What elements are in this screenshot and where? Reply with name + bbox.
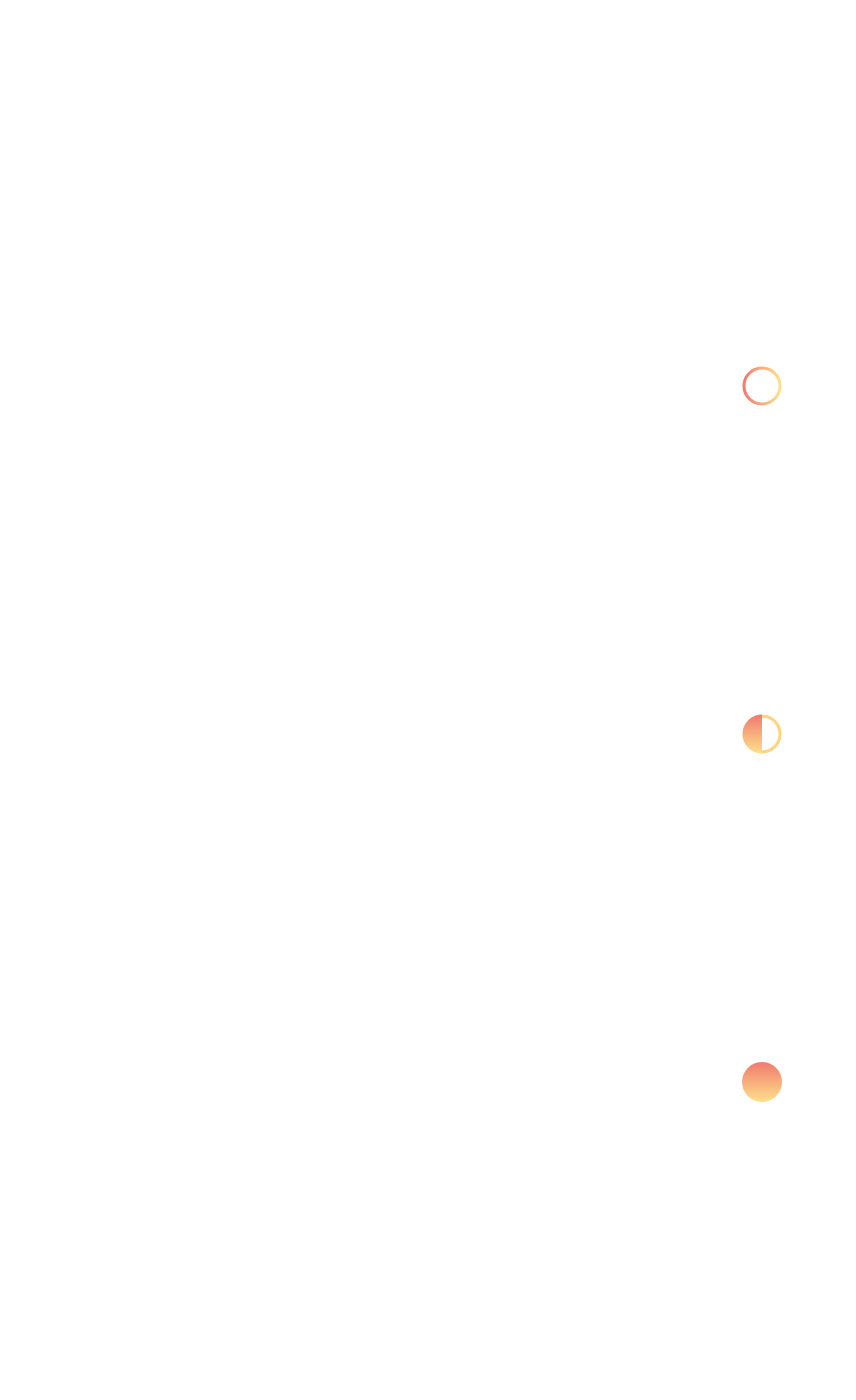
timeline-step-empty[interactable] — [741, 365, 783, 407]
filled-circle-icon — [741, 1061, 783, 1103]
empty-circle-icon — [741, 365, 783, 407]
half-filled-circle-icon — [741, 713, 783, 755]
timeline-step-half[interactable] — [741, 713, 783, 755]
timeline-step-filled[interactable] — [741, 1061, 783, 1103]
timeline-rail — [797, 296, 806, 1310]
